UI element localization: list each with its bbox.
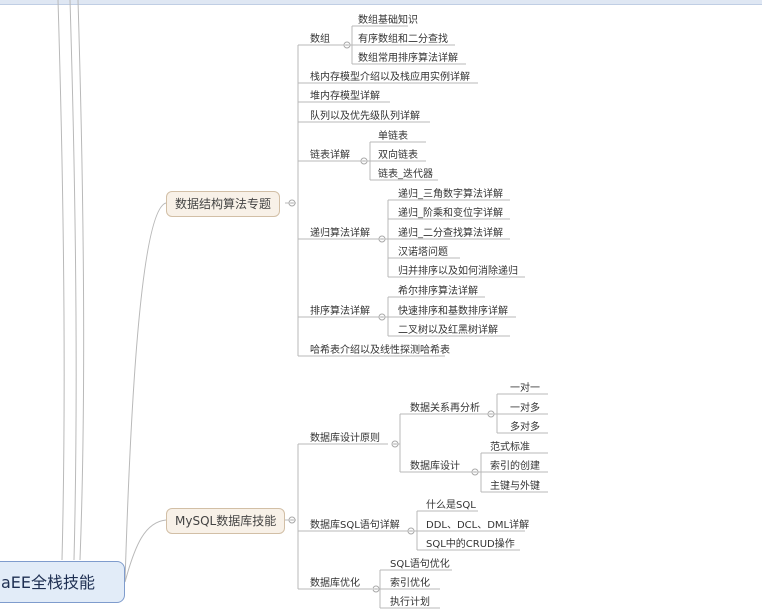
root-trunk-line [77, 0, 85, 561]
node-double-linked-list[interactable]: 双向链表 [378, 150, 418, 161]
node-relationship-analysis[interactable]: 数据关系再分析 [410, 403, 480, 414]
node-db-design[interactable]: 数据库设计 [410, 461, 460, 472]
node-db-optimization[interactable]: 数据库优化 [310, 578, 360, 589]
topic-mysql[interactable]: MySQL数据库技能 [166, 508, 286, 534]
node-normal-form[interactable]: 范式标准 [490, 442, 530, 453]
node-shell-sort[interactable]: 希尔排序算法详解 [398, 286, 478, 297]
node-sql-statements[interactable]: 数据库SQL语句详解 [310, 520, 400, 531]
node-linked-list-iterator[interactable]: 链表_迭代器 [378, 169, 433, 180]
node-execution-plan[interactable]: 执行计划 [390, 597, 430, 608]
node-recursion-binary-search[interactable]: 递归_二分查找算法详解 [398, 228, 503, 239]
node-array[interactable]: 数组 [310, 34, 330, 45]
node-stack-memory[interactable]: 栈内存模型介绍以及栈应用实例详解 [310, 72, 470, 83]
node-sql-optimization[interactable]: SQL语句优化 [390, 559, 450, 570]
node-sorting[interactable]: 排序算法详解 [310, 306, 370, 317]
node-recursion[interactable]: 递归算法详解 [310, 228, 370, 239]
node-single-linked-list[interactable]: 单链表 [378, 131, 408, 142]
node-linked-list[interactable]: 链表详解 [310, 150, 350, 161]
node-merge-sort[interactable]: 归并排序以及如何消除递归 [398, 266, 518, 277]
node-one-to-one[interactable]: 一对一 [510, 383, 540, 394]
node-many-to-many[interactable]: 多对多 [510, 422, 540, 433]
node-what-is-sql[interactable]: 什么是SQL [426, 500, 476, 511]
node-array-basics[interactable]: 数组基础知识 [358, 15, 418, 26]
node-sql-crud[interactable]: SQL中的CRUD操作 [426, 539, 515, 550]
node-sorted-array-binary-search[interactable]: 有序数组和二分查找 [358, 34, 448, 45]
node-quick-radix-sort[interactable]: 快速排序和基数排序详解 [398, 306, 508, 317]
node-array-sorting[interactable]: 数组常用排序算法详解 [358, 53, 458, 64]
node-db-design-principles[interactable]: 数据库设计原则 [310, 433, 380, 444]
node-one-to-many[interactable]: 一对多 [510, 403, 540, 414]
root-trunk-line [57, 0, 65, 561]
node-recursion-factorial[interactable]: 递归_阶乘和变位字详解 [398, 208, 503, 219]
node-recursion-triangle[interactable]: 递归_三角数字算法详解 [398, 189, 503, 200]
node-ddl-dcl-dml[interactable]: DDL、DCL、DML详解 [426, 520, 530, 531]
node-index-optimization[interactable]: 索引优化 [390, 578, 430, 589]
node-heap-memory[interactable]: 堆内存模型详解 [310, 91, 380, 102]
root-topic[interactable]: aEE全栈技能 [0, 561, 125, 603]
node-hash-table[interactable]: 哈希表介绍以及线性探测哈希表 [310, 345, 450, 356]
topic-data-structures[interactable]: 数据结构算法专题 [166, 191, 281, 217]
node-primary-foreign-key[interactable]: 主键与外键 [490, 481, 540, 492]
node-index-creation[interactable]: 索引的创建 [490, 461, 540, 472]
root-trunk-line [69, 0, 77, 561]
node-queue[interactable]: 队列以及优先级队列详解 [310, 111, 420, 122]
node-binary-tree[interactable]: 二叉树以及红黑树详解 [398, 325, 498, 336]
root-to-topic-line [124, 519, 167, 583]
root-to-topic-line [124, 202, 167, 583]
node-hanoi[interactable]: 汉诺塔问题 [398, 247, 448, 258]
window-top-edge [0, 0, 762, 5]
